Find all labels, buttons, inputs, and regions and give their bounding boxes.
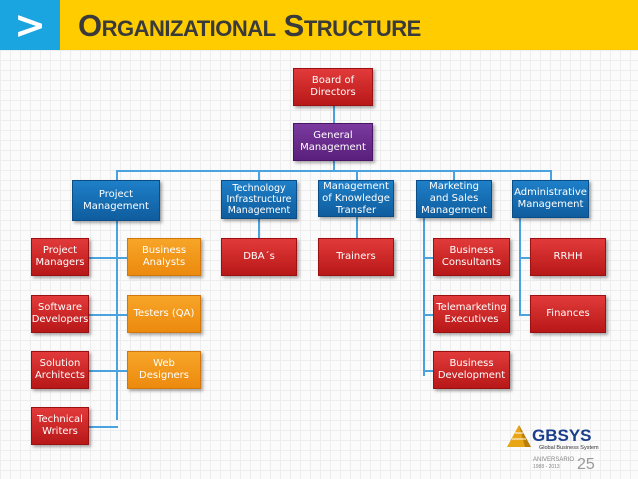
node-label: Web Designers: [139, 358, 189, 381]
connector-project-row-2: [89, 314, 127, 316]
node-label: Telemarketing Executives: [436, 302, 507, 325]
node-label: Project Management: [83, 188, 149, 212]
page-title: Organizational Structure: [78, 8, 421, 43]
node-label: Testers (QA): [133, 308, 195, 319]
node-label: Business Analysts: [141, 245, 187, 268]
connector-project-trunk: [116, 221, 118, 420]
pyramid-logo-icon: GBSYS Global Business System ANIVERSARIO…: [507, 425, 599, 473]
connector-knowledge-trainers: [356, 217, 358, 238]
node-business-analysts: Business Analysts: [127, 238, 201, 276]
node-project-managers: Project Managers: [31, 238, 89, 276]
node-label: Management of Knowledge Transfer: [322, 180, 390, 216]
connector-marketing-1: [423, 257, 433, 259]
connector-dept-4: [453, 170, 455, 180]
connector-dept-3: [356, 170, 358, 180]
node-general-management: General Management: [293, 123, 373, 161]
node-label: Technology Infrastructure Management: [226, 183, 292, 216]
gbsys-logo: GBSYS Global Business System ANIVERSARIO…: [505, 421, 605, 473]
node-label: Software Developers: [31, 302, 89, 325]
node-technical-writers: Technical Writers: [31, 407, 89, 445]
node-label: Business Development: [437, 358, 506, 381]
chevron-right-icon: >: [0, 0, 60, 50]
connector-project-row-1: [89, 257, 127, 259]
node-finances: Finances: [530, 295, 606, 333]
node-label: RRHH: [553, 251, 583, 262]
connector-admin-2: [519, 314, 530, 316]
node-business-consultants: Business Consultants: [433, 238, 510, 276]
node-label: Technical Writers: [37, 414, 83, 437]
logo-years-range: 1988 - 2013: [533, 464, 560, 470]
node-label: Administrative Management: [514, 187, 587, 210]
connector-marketing-2: [423, 314, 433, 316]
connector-project-row-3: [89, 370, 127, 372]
node-technology-infrastructure-management: Technology Infrastructure Management: [221, 180, 297, 219]
connector-marketing-trunk: [423, 218, 425, 376]
connector-general-bus: [333, 161, 335, 171]
node-label: Trainers: [336, 251, 376, 262]
node-dbas: DBA´s: [221, 238, 297, 276]
node-rrhh: RRHH: [530, 238, 606, 276]
node-administrative-management: Administrative Management: [512, 180, 589, 218]
node-label: Finances: [546, 308, 590, 319]
connector-admin-trunk: [519, 218, 521, 314]
logo-brand: GBSYS: [532, 426, 592, 445]
node-label: Business Consultants: [441, 245, 502, 268]
node-marketing-and-sales-management: Marketing and Sales Management: [416, 180, 492, 218]
node-label: DBA´s: [243, 251, 275, 262]
header-bar: > Organizational Structure: [0, 0, 638, 50]
node-testers-qa: Testers (QA): [127, 295, 201, 333]
connector-project-row-4: [89, 426, 118, 428]
node-label: Solution Architects: [34, 358, 86, 381]
node-board-of-directors: Board of Directors: [293, 68, 373, 106]
connector-tech-dba: [258, 219, 260, 238]
node-project-management: Project Management: [72, 180, 160, 221]
node-solution-architects: Solution Architects: [31, 351, 89, 389]
connector-dept-5: [550, 170, 552, 180]
connector-board-general: [333, 106, 335, 123]
node-management-of-knowledge-transfer: Management of Knowledge Transfer: [318, 180, 394, 217]
logo-years: 25: [577, 456, 595, 471]
connector-dept-2: [258, 170, 260, 180]
logo-tagline: Global Business System: [539, 445, 599, 451]
node-web-designers: Web Designers: [127, 351, 201, 389]
node-label: Marketing and Sales Management: [421, 181, 487, 216]
connector-admin-1: [519, 257, 530, 259]
node-label: Project Managers: [35, 245, 85, 268]
logo-anniversary: ANIVERSARIO: [533, 457, 574, 463]
node-business-development: Business Development: [433, 351, 510, 389]
node-telemarketing-executives: Telemarketing Executives: [433, 295, 510, 333]
node-trainers: Trainers: [318, 238, 394, 276]
node-label: General Management: [300, 130, 366, 153]
connector-marketing-3: [423, 370, 433, 372]
connector-bus: [116, 170, 551, 172]
node-label: Board of Directors: [310, 75, 356, 98]
connector-dept-1: [116, 170, 118, 180]
node-software-developers: Software Developers: [31, 295, 89, 333]
